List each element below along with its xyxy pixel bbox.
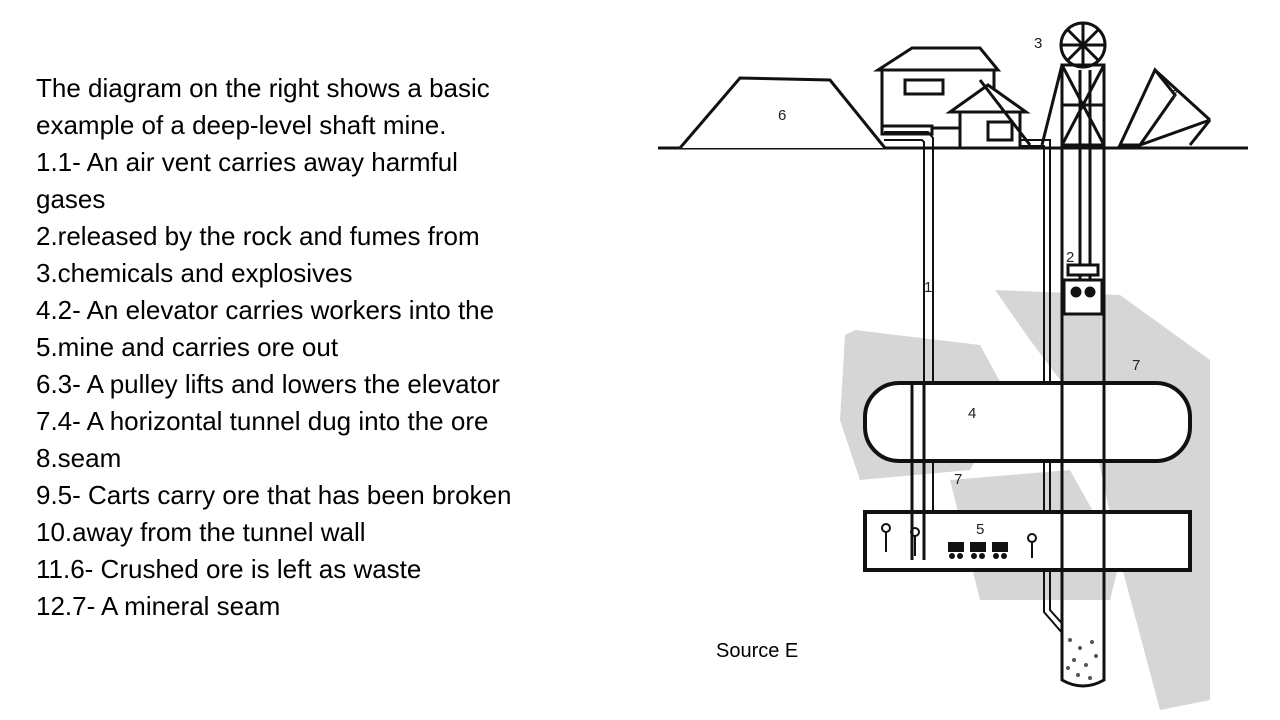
text-line: 11.6- Crushed ore is left as waste — [36, 554, 422, 584]
diagram-label: 7 — [1132, 357, 1140, 374]
diagram-label: 3 — [1034, 35, 1042, 52]
shaft-through-tunnels — [910, 385, 1106, 570]
diagram-label: 5 — [976, 521, 984, 538]
diagram-label: 4 — [968, 405, 976, 422]
miners — [881, 523, 1037, 558]
waste-heap — [678, 76, 887, 149]
upper-tunnel — [863, 381, 1192, 463]
diagram-label: 7 — [954, 471, 962, 488]
text-line: gases — [36, 184, 106, 214]
shaft-sump — [1060, 615, 1106, 688]
text-line: 8.seam — [36, 443, 122, 473]
diagram-label: 1 — [924, 279, 932, 296]
text-line: 2.released by the rock and fumes from — [36, 221, 480, 251]
pulley-wheel — [1059, 21, 1107, 69]
diagram-label: 2 — [1066, 249, 1074, 266]
text-line: 3.chemicals and explosives — [36, 258, 353, 288]
mine-building — [872, 46, 1031, 150]
description-text: The diagram on the right shows a basic e… — [36, 70, 646, 625]
text-line: example of a deep-level shaft mine. — [36, 110, 447, 140]
text-line: 4.2- An elevator carries workers into th… — [36, 295, 495, 325]
text-line: 7.4- A horizontal tunnel dug into the or… — [36, 406, 489, 436]
elevator-cage — [1062, 263, 1104, 316]
lower-tunnel — [863, 510, 1192, 572]
text-line: 10.away from the tunnel wall — [36, 517, 366, 547]
mineral-seam — [840, 290, 1210, 710]
text-line: 5.mine and carries ore out — [36, 332, 339, 362]
text-line: 9.5- Carts carry ore that has been broke… — [36, 480, 512, 510]
text-line: The diagram on the right shows a basic — [36, 73, 490, 103]
source-caption: Source E — [716, 640, 799, 662]
text-line: 1.1- An air vent carries away harmful — [36, 147, 458, 177]
diagram-label: 7 — [1170, 87, 1178, 104]
headframe — [978, 63, 1212, 147]
ore-carts — [948, 542, 1008, 559]
diagram-label: 6 — [778, 107, 786, 124]
text-line: 6.3- A pulley lifts and lowers the eleva… — [36, 369, 500, 399]
text-line: 12.7- A mineral seam — [36, 591, 281, 621]
mine-diagram: 1 2 3 4 5 6 7 7 7 — [658, 21, 1248, 710]
